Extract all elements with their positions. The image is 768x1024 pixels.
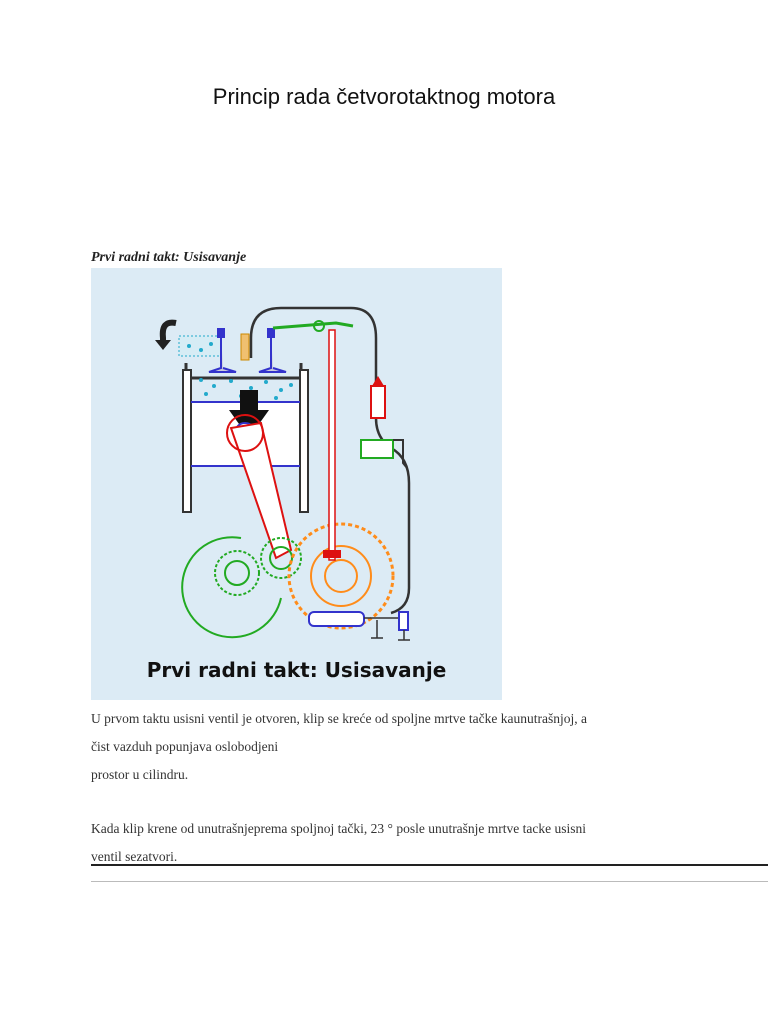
horizontal-rule (91, 881, 768, 882)
paragraph-line: Kada klip krene od unutrašnjeprema spolj… (91, 821, 587, 836)
engine-diagram-illustration (155, 306, 411, 641)
engine-diagram-figure: Prvi radni takt: Usisavanje (91, 268, 502, 700)
figure-caption: Prvi radni takt: Usisavanje (146, 658, 447, 682)
paragraph-line: ventil sezatvori. (91, 849, 178, 864)
paragraph-line: čist vazduh popunjava oslobodjeni (91, 739, 279, 754)
paragraph-line: prostor u cilindru. (91, 767, 189, 782)
paragraph-intake-description: U prvom taktu usisni ventil je otvoren, … (91, 705, 691, 789)
section-heading: Prvi radni takt: Usisavanje (91, 250, 247, 265)
page-title: Princip rada četvorotaktnog motora (212, 84, 556, 109)
horizontal-rule (91, 864, 768, 866)
paragraph-line: U prvom taktu usisni ventil je otvoren, … (91, 711, 588, 726)
paragraph-valve-closing: Kada klip krene od unutrašnjeprema spolj… (91, 815, 691, 871)
